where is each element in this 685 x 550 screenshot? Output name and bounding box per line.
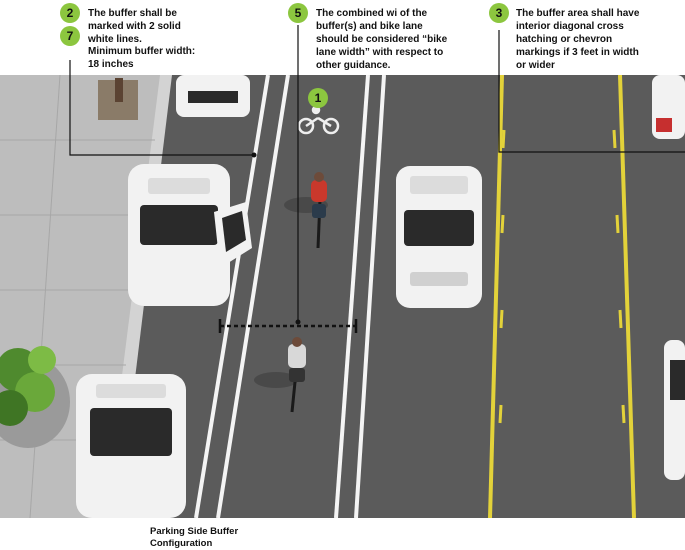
lane-dashes xyxy=(498,129,626,424)
tree-trunk xyxy=(115,78,123,102)
parked-car-bottom xyxy=(76,374,186,518)
callout-badge-2: 2 xyxy=(60,3,80,23)
callout-text-2: The buffer shall be marked with 2 solid … xyxy=(88,8,181,45)
callout-badge-1: 1 xyxy=(308,88,328,108)
callout-text-7: Minimum buffer width: 18 inches xyxy=(88,46,196,70)
callout-badge-3: 3 xyxy=(489,3,509,23)
width-dimension xyxy=(218,319,358,333)
tree-foliage xyxy=(0,346,56,426)
yellow-center-lines xyxy=(488,74,636,519)
cyclist-bottom xyxy=(254,337,306,413)
callout-badge-7: 7 xyxy=(60,26,80,46)
opposing-car-bottom xyxy=(664,340,685,480)
buffer-lines xyxy=(194,74,290,519)
bottom-margin xyxy=(0,518,685,548)
cyclist-top xyxy=(284,172,328,249)
travel-lane-car xyxy=(396,166,482,308)
callout-badge-5: 5 xyxy=(288,3,308,23)
caption-line-1: Parking Side Buffer xyxy=(150,526,239,537)
callout-text-5: The combined wi of the buffer(s) and bik… xyxy=(316,8,448,71)
figure-caption: Parking Side Buffer Configuration xyxy=(150,526,238,550)
leader-dot-2 xyxy=(251,152,257,158)
caption-line-2: Configuration xyxy=(150,538,213,549)
bike-lane-symbol xyxy=(297,105,340,135)
parked-car-middle xyxy=(128,164,252,306)
top-margin xyxy=(0,0,685,75)
leader-dot-5 xyxy=(295,319,301,325)
callout-leaders xyxy=(69,25,685,322)
opposing-car-top xyxy=(652,75,685,139)
parked-car-top xyxy=(176,75,250,117)
callout-text-3: The buffer area shall have interior diag… xyxy=(516,8,640,71)
bike-lane-lines xyxy=(334,74,386,519)
